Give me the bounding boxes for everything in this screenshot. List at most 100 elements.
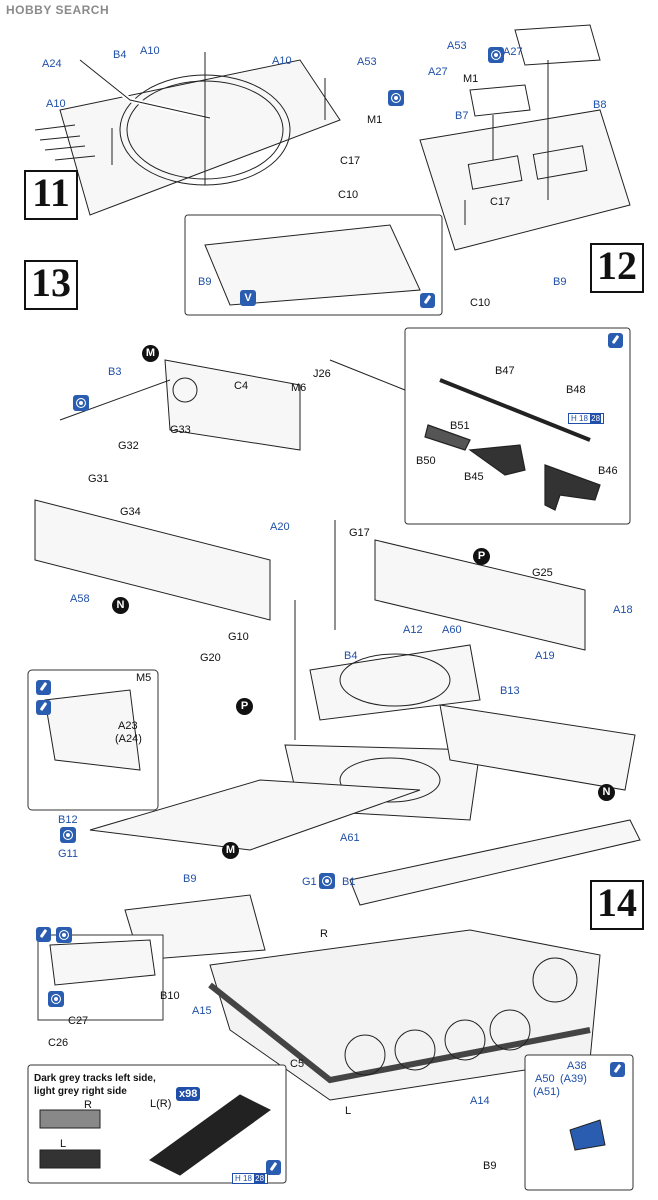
step14-hull [27, 600, 641, 1191]
step12-hull-deck [419, 24, 631, 251]
step-number-13: 13 [24, 260, 78, 310]
part-label: B48 [566, 384, 586, 396]
part-label: B51 [450, 420, 470, 432]
marker-n: N [112, 597, 129, 614]
glue-icon [36, 927, 51, 942]
part-label: M5 [136, 672, 152, 684]
part-label: G20 [200, 652, 221, 664]
part-label: A10 [140, 45, 160, 57]
part-label: B4 [113, 49, 127, 61]
part-label: B7 [455, 110, 469, 122]
part-label: C4 [234, 380, 249, 392]
part-label: B10 [160, 990, 180, 1002]
part-label: C27 [68, 1015, 89, 1027]
part-label: R [320, 928, 328, 940]
part-label: G32 [118, 440, 139, 452]
part-label: B46 [598, 465, 618, 477]
step-number-12: 12 [590, 243, 644, 293]
part-label: A58 [70, 593, 90, 605]
option-icon [488, 47, 504, 63]
part-label: A14 [470, 1095, 490, 1107]
part-label: (A39) [560, 1073, 587, 1085]
part-label: G34 [120, 506, 141, 518]
option-icon [48, 991, 64, 1007]
option-icon [388, 90, 404, 106]
part-label: A61 [340, 832, 360, 844]
paint-ref: H 18 28 [232, 1173, 269, 1184]
part-label: C10 [470, 297, 491, 309]
part-label: B45 [464, 471, 484, 483]
part-label: B1 [342, 876, 356, 888]
part-label: A27 [428, 66, 448, 78]
glue-icon [266, 1160, 281, 1175]
part-label: J26 [313, 368, 331, 380]
part-label: A10 [272, 55, 292, 67]
glue-icon [608, 333, 623, 348]
part-label: B8 [593, 99, 607, 111]
part-label: M1 [367, 114, 383, 126]
part-label: A10 [46, 98, 66, 110]
part-label: B4 [344, 650, 358, 662]
mg-parts [424, 378, 601, 511]
part-label: G11 [58, 848, 78, 860]
step-number-11: 11 [24, 170, 78, 220]
part-label: B13 [500, 685, 520, 697]
part-label: G33 [170, 424, 191, 436]
part-label: (A51) [533, 1086, 560, 1098]
part-label: B9 [483, 1160, 497, 1172]
part-label: B50 [416, 455, 436, 467]
part-label: A60 [442, 624, 462, 636]
option-icon [56, 927, 72, 943]
part-label: L [345, 1105, 352, 1117]
part-label: G10 [228, 631, 249, 643]
part-label: G25 [532, 567, 553, 579]
marker-n: N [598, 784, 615, 801]
part-label: B3 [108, 366, 122, 378]
part-label: C26 [48, 1037, 69, 1049]
part-label: C17 [340, 155, 361, 167]
marker-p: P [236, 698, 253, 715]
part-label: A12 [403, 624, 423, 636]
part-label: C10 [338, 189, 359, 201]
part-label: A20 [270, 521, 290, 533]
part-label: A24 [42, 58, 62, 70]
glue-icon [420, 293, 435, 308]
part-label: (A24) [115, 733, 142, 745]
part-label: A19 [535, 650, 555, 662]
part-label: C17 [490, 196, 511, 208]
step13-rear-plate [34, 359, 586, 651]
part-label: A53 [447, 40, 467, 52]
part-label: B9 [183, 873, 197, 885]
part-label: G1 [302, 876, 317, 888]
part-label: A27 [503, 46, 523, 58]
glue-icon [36, 680, 51, 695]
part-label: A53 [357, 56, 377, 68]
part-label: L(R) [150, 1098, 172, 1110]
part-label: A50 [535, 1073, 555, 1085]
track-count-badge: x98 [176, 1087, 201, 1101]
part-label: B9 [553, 276, 567, 288]
glue-icon [36, 700, 51, 715]
paint-ref: H 18 28 [568, 413, 605, 424]
part-label: G31 [88, 473, 109, 485]
part-label: A38 [567, 1060, 587, 1072]
option-icon [60, 827, 76, 843]
part-label: L [60, 1138, 67, 1150]
part-label: B12 [58, 814, 78, 826]
v-part-icon: V [240, 290, 256, 306]
part-label: M6 [291, 382, 307, 394]
marker-p: P [473, 548, 490, 565]
step11-turret-ring-plate [34, 52, 341, 216]
part-label: A18 [613, 604, 633, 616]
part-label: G17 [349, 527, 370, 539]
part-label: A15 [192, 1005, 212, 1017]
marker-m: M [222, 842, 239, 859]
track-note-line1: Dark grey tracks left side, [34, 1073, 156, 1084]
part-label: B9 [198, 276, 212, 288]
glue-icon [610, 1062, 625, 1077]
part-label: M1 [463, 73, 479, 85]
watermark: HOBBY SEARCH [6, 3, 110, 17]
part-label: C5 [290, 1058, 305, 1070]
